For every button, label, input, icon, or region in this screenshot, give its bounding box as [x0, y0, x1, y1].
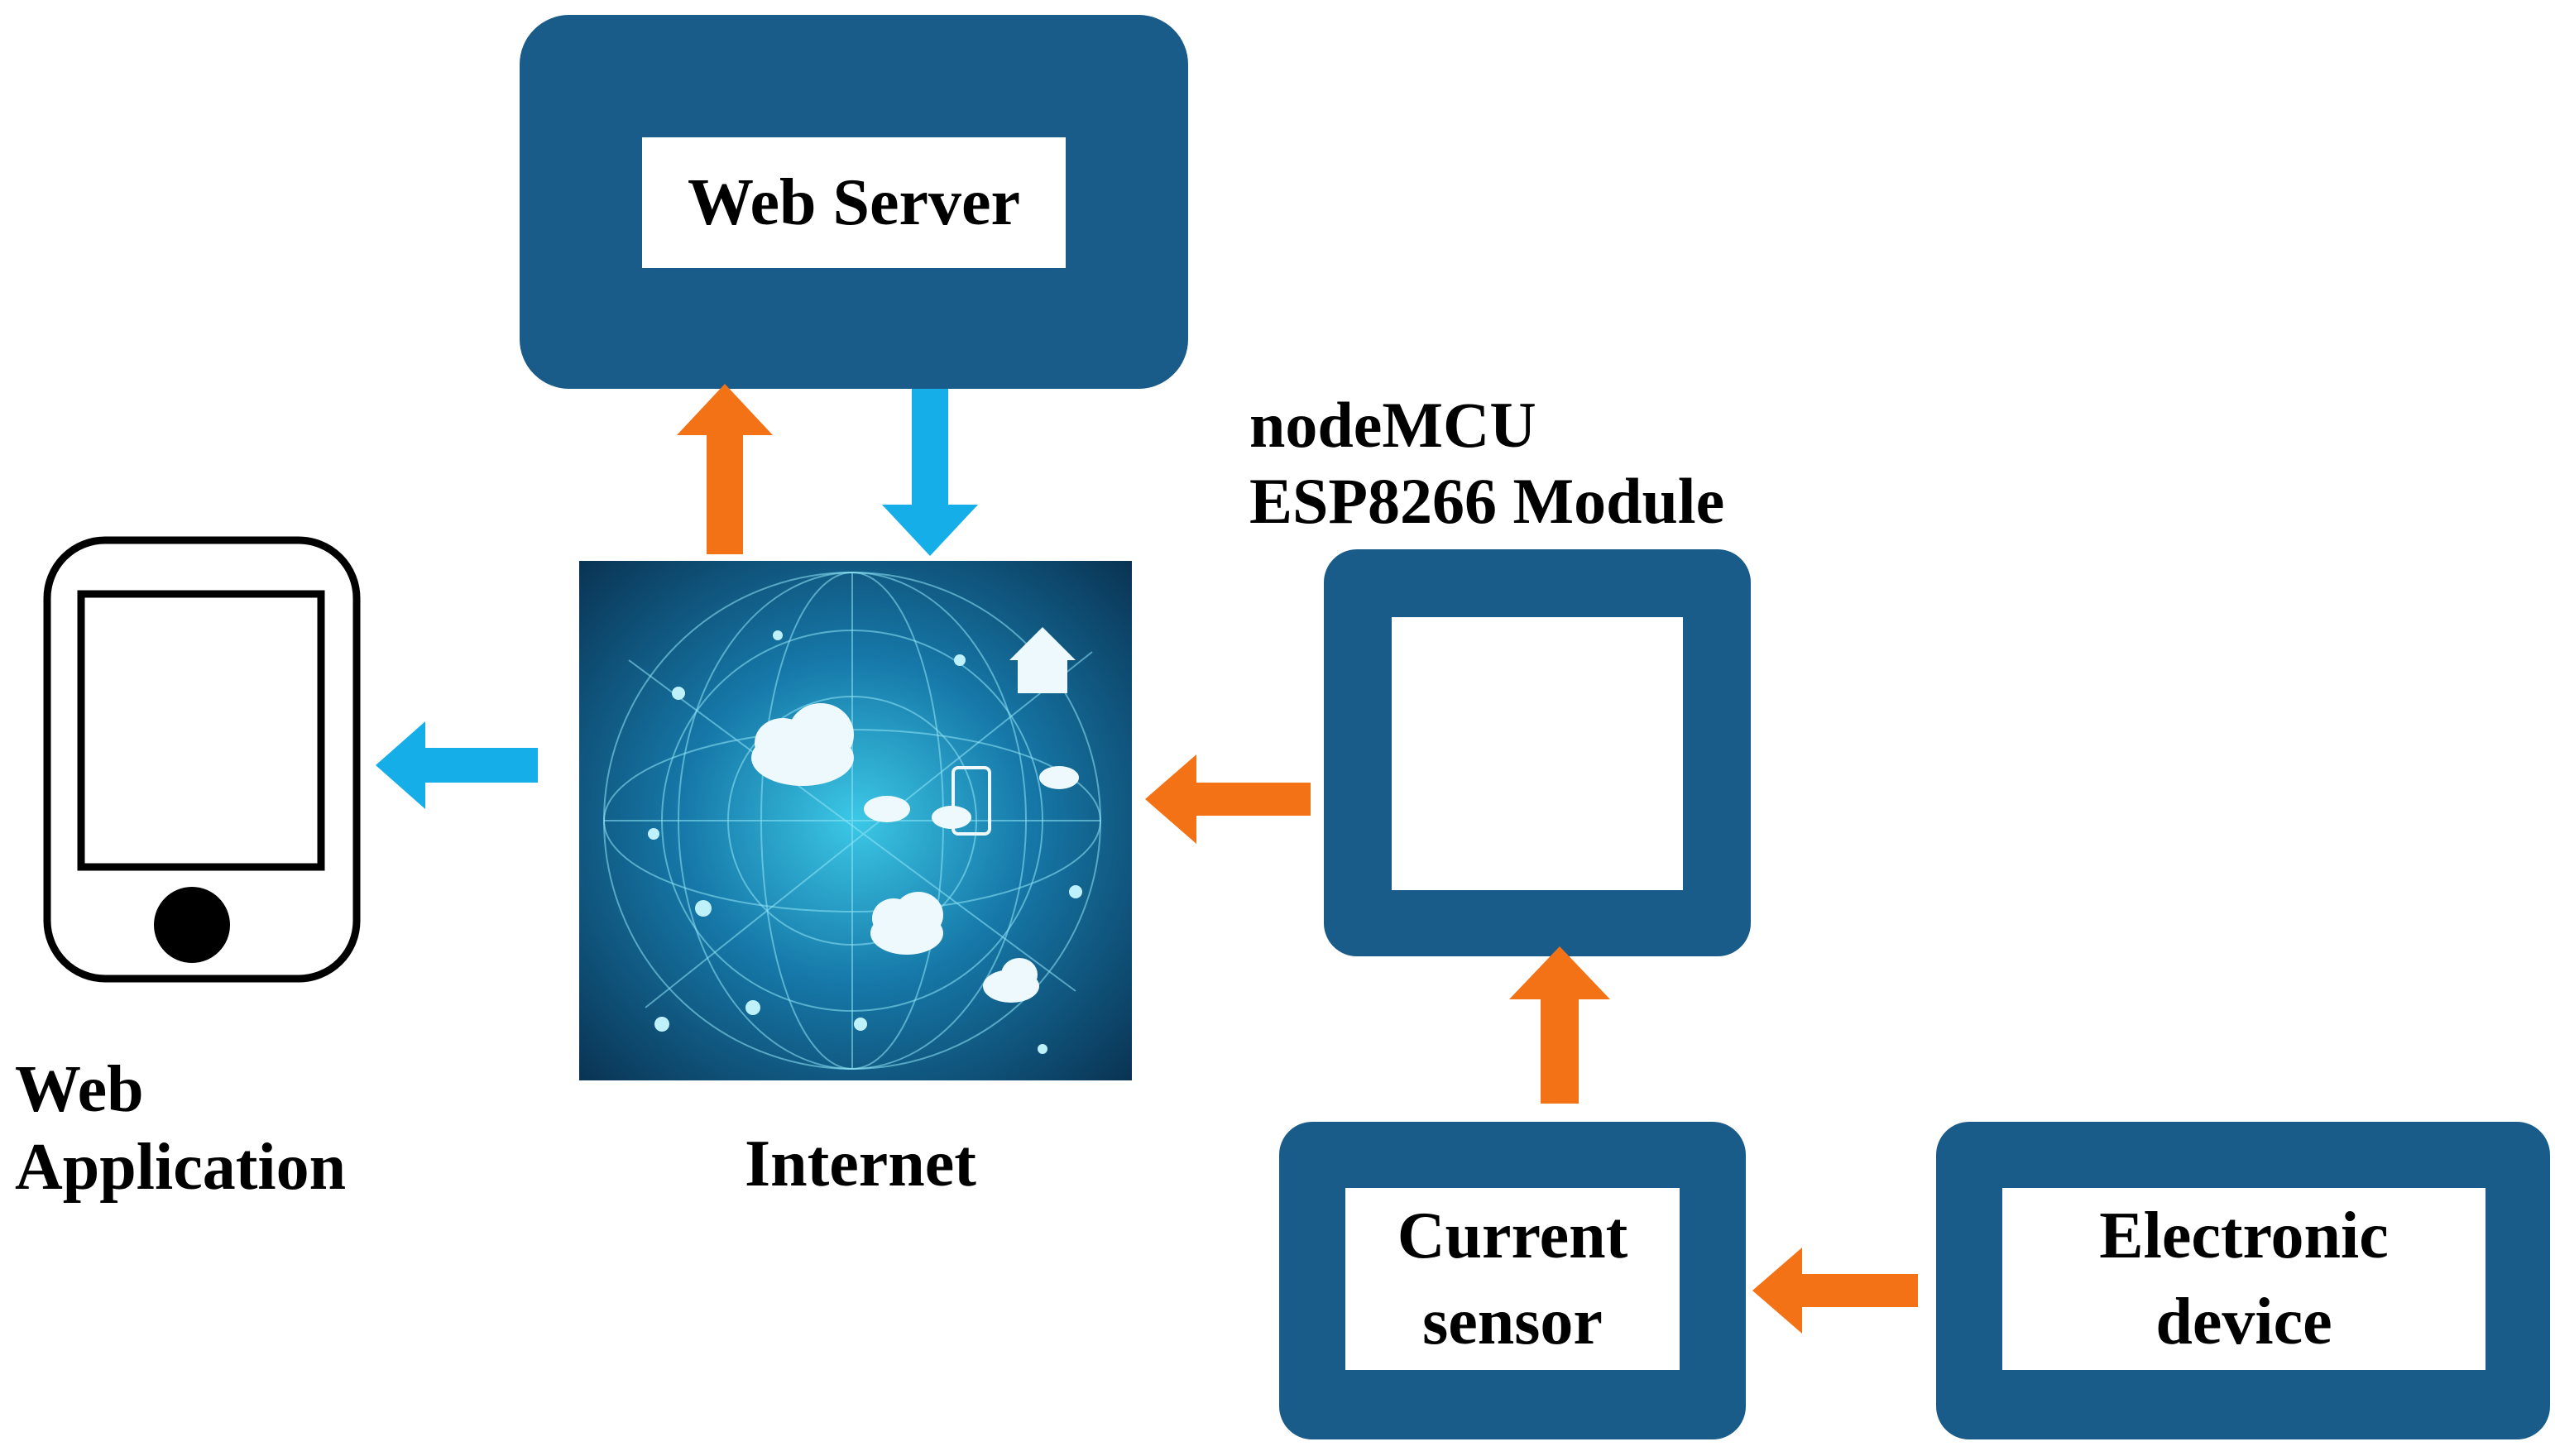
arrow-nodemcu-to-internet [1145, 754, 1311, 844]
arrow-internet-to-webserver [677, 384, 773, 554]
web-application-label: Web Application [15, 1051, 346, 1207]
arrow-sensor-to-nodemcu [1509, 946, 1610, 1104]
web-server-label: Web Server [687, 166, 1021, 239]
nodemcu-inner-panel [1392, 617, 1683, 890]
nodemcu-title-line2: ESP8266 Module [1249, 465, 1725, 538]
nodemcu-title: nodeMCU ESP8266 Module [1249, 387, 1724, 539]
electronic-device-label-line1: Electronic [2099, 1200, 2389, 1272]
nodemcu-title-line1: nodeMCU [1249, 389, 1536, 461]
arrow-webserver-to-internet [882, 389, 978, 556]
arrow-device-to-sensor [1752, 1248, 1918, 1334]
electronic-device-block: Electronic device [1936, 1122, 2550, 1439]
electronic-device-label-line2: device [2155, 1286, 2332, 1358]
current-sensor-label-line1: Current [1397, 1200, 1628, 1272]
current-sensor-block: Current sensor [1279, 1122, 1746, 1439]
internet-label: Internet [745, 1128, 976, 1200]
nodemcu-block [1324, 549, 1751, 956]
smartphone-icon [43, 536, 361, 983]
web-application-label-line1: Web [15, 1053, 144, 1126]
electronic-device-label-panel: Electronic device [2002, 1188, 2485, 1370]
current-sensor-label-panel: Current sensor [1345, 1188, 1680, 1370]
arrow-internet-to-webapp [376, 721, 538, 809]
web-server-label-panel: Web Server [642, 137, 1066, 268]
web-server-block: Web Server [520, 15, 1188, 389]
internet-globe-icon [579, 561, 1132, 1080]
current-sensor-label-line2: sensor [1422, 1286, 1603, 1358]
web-application-label-line2: Application [15, 1131, 347, 1205]
